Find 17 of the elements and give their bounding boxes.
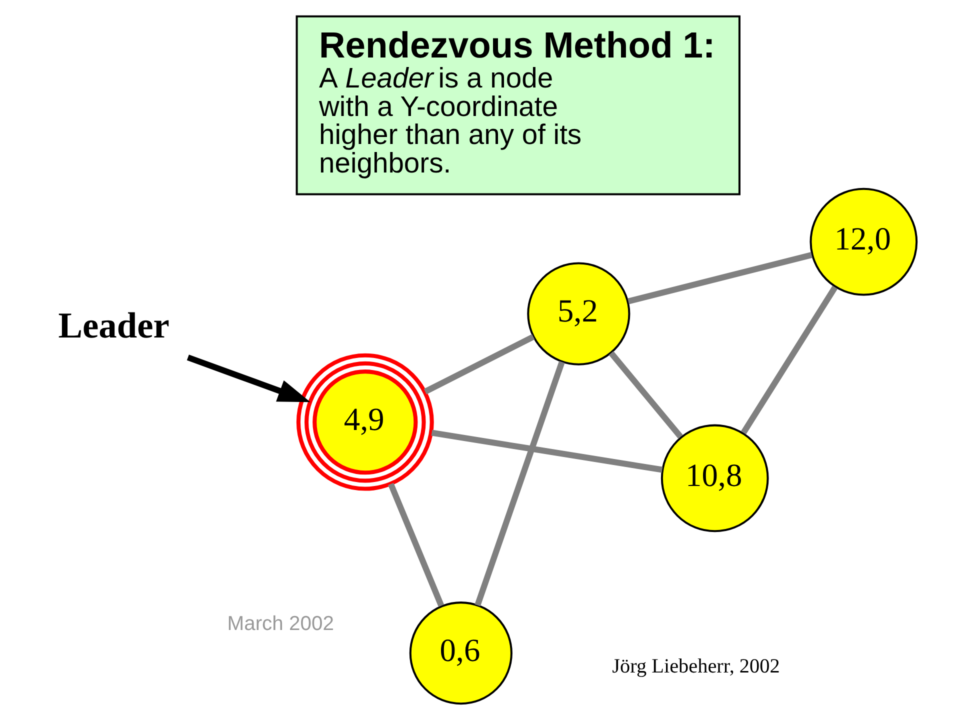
connector — [474, 361, 565, 606]
node-circle: 5,2 — [527, 262, 630, 366]
node-text: Leader — [58, 306, 170, 346]
connector — [628, 252, 812, 304]
node-circle: 4,9 — [296, 353, 434, 491]
label: Jörg Liebeherr, 2002 — [612, 655, 780, 678]
node-circle: 0,6 — [409, 602, 512, 705]
node-box: Rendezvous Method 1: A Leader is a node with a Y-coordinate higher than any of its neighbors. — [296, 15, 740, 196]
connector — [740, 286, 838, 434]
connector — [431, 430, 663, 473]
arrow — [186, 354, 310, 402]
connector — [388, 482, 444, 607]
node-circle: 12,0 — [810, 188, 918, 296]
connector — [424, 334, 535, 394]
connector — [608, 351, 683, 439]
node-circle: 10,8 — [660, 424, 769, 532]
label: March 2002 — [227, 612, 334, 635]
